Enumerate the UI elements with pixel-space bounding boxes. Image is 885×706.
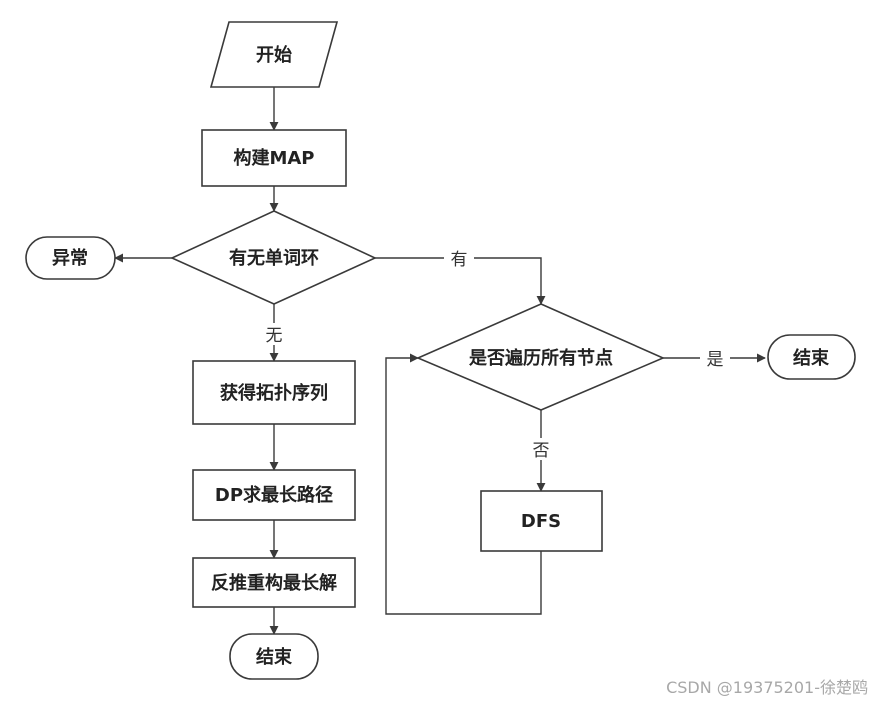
edge-label-has-cycle: 有 (451, 250, 468, 270)
watermark: CSDN @19375201-徐楚鸥 (666, 678, 868, 697)
topo-sort-label: 获得拓扑序列 (220, 382, 328, 404)
exception-node (25, 236, 116, 280)
all-visited-node (415, 303, 666, 411)
all-visited-label: 是否遍历所有节点 (468, 347, 613, 369)
check-cycle-label: 有无单词环 (229, 247, 319, 269)
end-right-label: 结束 (793, 347, 830, 369)
exception-label: 异常 (52, 247, 88, 269)
edge-label-visited-yes: 是 (707, 350, 724, 370)
start-node-label: 开始 (256, 44, 292, 66)
build-map-node (201, 129, 347, 187)
edge-dfs-loop-back (385, 353, 542, 615)
rebuild-label: 反推重构最长解 (211, 572, 337, 594)
dfs-node (480, 490, 603, 552)
end-right-node (767, 334, 856, 380)
end-left-node (229, 633, 319, 680)
edge-check-yes (375, 257, 546, 305)
start-node (209, 21, 339, 88)
dp-longest-node (192, 469, 356, 521)
build-map-label: 构建MAP (233, 147, 314, 169)
dfs-label: DFS (521, 511, 561, 532)
end-left-label: 结束 (256, 646, 293, 668)
topo-sort-node (192, 360, 356, 425)
edge-label-visited-no: 否 (533, 441, 550, 461)
check-cycle-node (170, 210, 377, 305)
rebuild-node (192, 557, 356, 608)
edge-label-no-cycle: 无 (266, 326, 283, 346)
dp-longest-label: DP求最长路径 (215, 484, 333, 506)
